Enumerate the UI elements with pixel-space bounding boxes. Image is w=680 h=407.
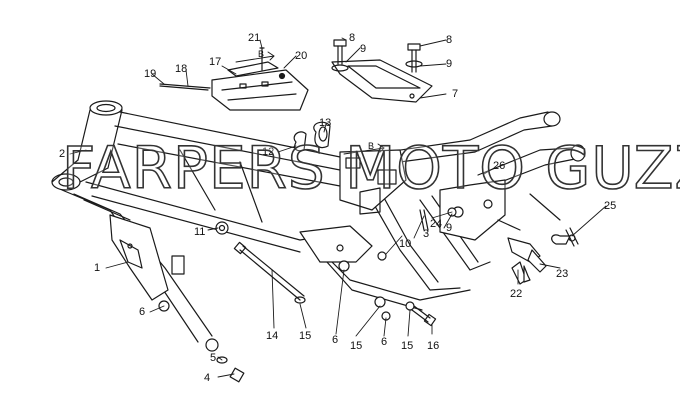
callout-13: 13 (319, 117, 332, 129)
callout-6: 6 (332, 334, 339, 346)
leader-lines (69, 37, 607, 378)
center-mount-block (339, 149, 407, 215)
callout-15: 15 (299, 330, 312, 342)
callout-1: 1 (94, 262, 101, 274)
callout-9: 9 (446, 58, 453, 70)
callout-8: 8 (349, 32, 356, 44)
callout-15: 15 (350, 340, 363, 352)
callout-24: 24 (430, 218, 443, 230)
watermark-text: FARPERS MOTO GUZZI© (61, 134, 680, 202)
nuts-and-washers (158, 207, 457, 383)
callout-6: 6 (139, 306, 146, 318)
callout-16: 16 (427, 340, 440, 352)
callout-25: 25 (604, 200, 617, 212)
callout-9: 9 (446, 222, 453, 234)
callout-9: 9 (360, 43, 367, 55)
callout-6: 6 (381, 336, 388, 348)
callout-11: 11 (194, 226, 206, 238)
callout-3: 3 (423, 228, 430, 240)
view-b-marker: B (258, 49, 265, 59)
callout-10: 10 (399, 238, 412, 250)
frame-main-tubes (51, 100, 586, 343)
side-stand-parts (497, 193, 579, 285)
rubber-grommets (293, 121, 331, 152)
front-side-plate (109, 214, 185, 301)
callout-14: 14 (266, 330, 279, 342)
view-b-arrows (235, 51, 385, 155)
callout-20: 20 (295, 50, 308, 62)
view-b-marker: B (368, 141, 375, 151)
callout-22: 22 (510, 288, 523, 300)
callout-15: 15 (401, 340, 414, 352)
callout-5: 5 (210, 352, 217, 364)
cradle-bracket (299, 225, 387, 263)
callout-7: 7 (452, 88, 459, 100)
callout-4: 4 (204, 372, 211, 384)
top-bracket-plate (331, 39, 433, 103)
callout-17: 17 (209, 56, 222, 68)
through-bolt (233, 241, 306, 304)
battery-tray (159, 47, 309, 111)
callout-19: 19 (144, 68, 157, 80)
callout-18: 18 (175, 63, 188, 75)
callout-2: 2 (59, 148, 66, 160)
callout-8: 8 (446, 34, 453, 46)
callout-12: 12 (262, 146, 275, 158)
callout-21: 21 (248, 32, 261, 44)
callout-26: 26 (493, 160, 506, 172)
callout-23: 23 (556, 268, 569, 280)
